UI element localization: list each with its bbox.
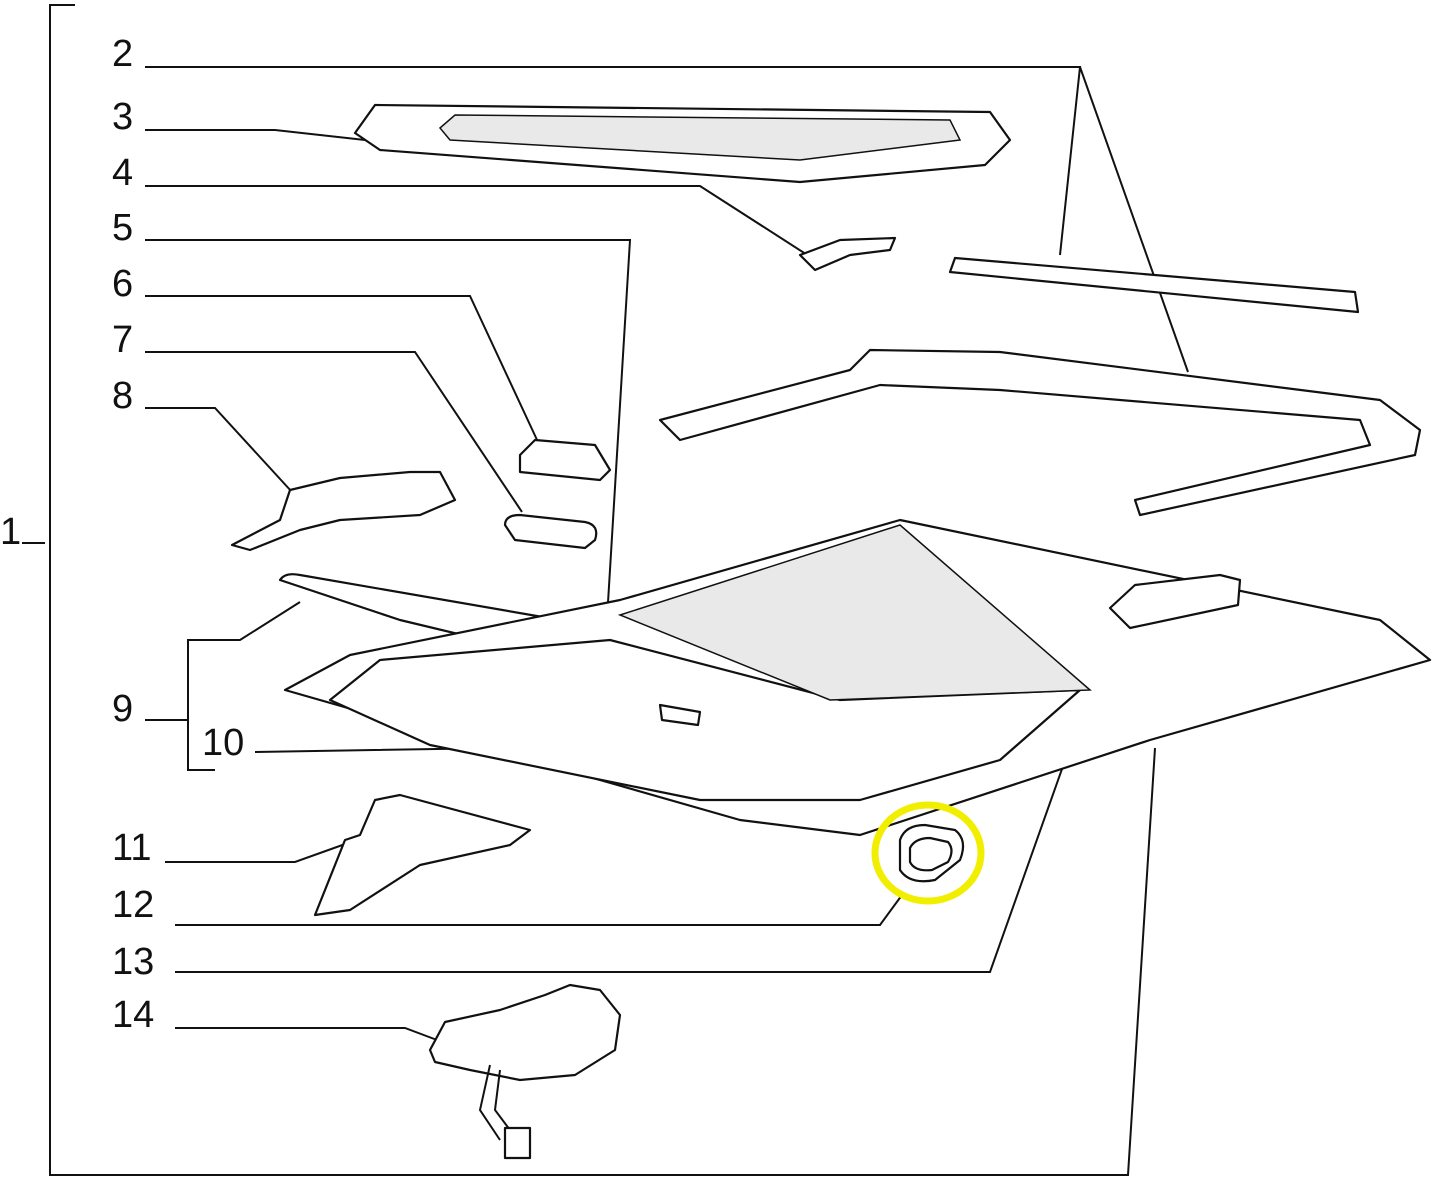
label-11: 11 [112,827,152,869]
main-frame-part [283,518,1432,837]
label-5: 5 [112,207,134,249]
grommet-part [898,823,965,883]
label-9: 9 [112,688,134,730]
label-4: 4 [112,152,134,194]
label-1: 1 [0,511,22,553]
plate-part [313,793,532,917]
motor-part [428,983,622,1160]
cover-cap-part [503,513,598,550]
label-3: 3 [112,96,134,138]
label-14: 14 [112,994,155,1036]
label-7: 7 [112,319,134,361]
label-10: 10 [202,722,245,764]
label-12: 12 [112,884,155,926]
label-2: 2 [112,33,134,75]
glass-panel-part [353,103,1012,184]
label-13: 13 [112,941,155,983]
label-6: 6 [112,263,134,305]
seal-strip-part [948,256,1360,314]
handle-part [230,470,457,552]
label-8: 8 [112,375,134,417]
highlight-circle [871,801,985,905]
rear-frame-part [658,348,1422,517]
spring-part [658,703,702,727]
lever-part [1108,573,1242,630]
bracket-part [518,438,612,482]
clip-part [798,236,897,272]
assembly-bracket [22,4,1156,1176]
